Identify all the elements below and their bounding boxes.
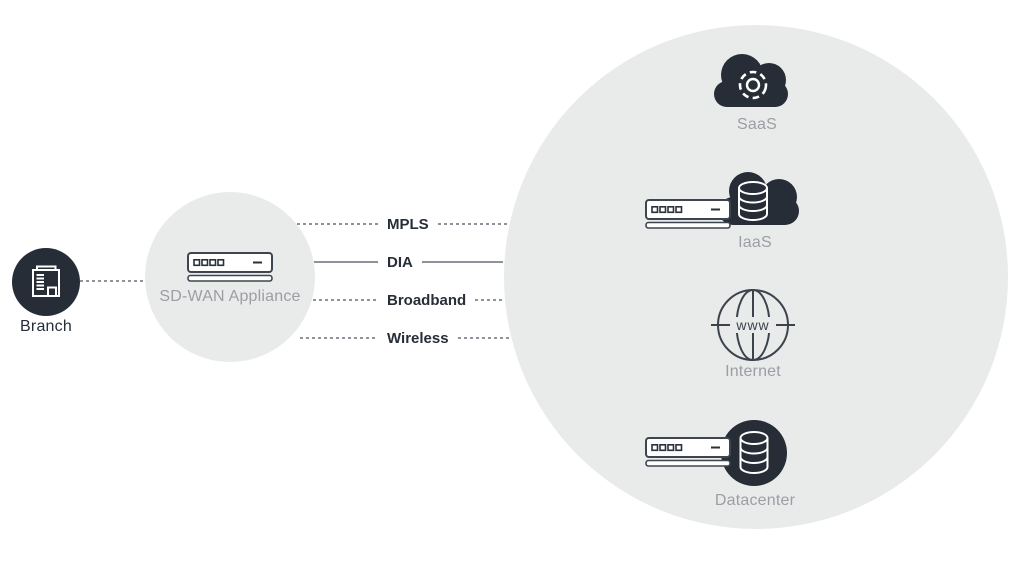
connection-row-mpls: MPLS	[297, 215, 509, 233]
dia-line-left	[314, 261, 378, 263]
datacenter-label: Datacenter	[714, 492, 796, 509]
mpls-line-left	[297, 223, 378, 225]
branch-label: Branch	[20, 318, 72, 335]
iaas-cloud-database-icon	[711, 169, 803, 229]
connection-row-broadband: Broadband	[313, 291, 504, 309]
datacenter-database-icon	[737, 430, 771, 476]
mpls-line-right	[437, 223, 509, 225]
saas-label: SaaS	[737, 116, 777, 133]
datacenter-appliance-icon	[645, 437, 731, 467]
wireless-label: Wireless	[387, 329, 449, 347]
wireless-line-left	[300, 337, 378, 339]
sdwan-appliance-icon	[187, 252, 273, 282]
connection-row-wireless: Wireless	[300, 329, 510, 347]
saas-cloud-gear-icon	[708, 49, 794, 111]
internet-globe-icon: www	[708, 287, 798, 367]
iaas-appliance-icon	[645, 199, 731, 229]
dia-line-right	[421, 261, 503, 263]
branch-sdwan-connector	[80, 280, 146, 282]
internet-label: Internet	[725, 363, 781, 380]
iaas-label: IaaS	[738, 234, 772, 251]
mpls-label: MPLS	[387, 215, 429, 233]
globe-www-text: www	[735, 317, 769, 333]
connection-row-dia: DIA	[314, 253, 503, 271]
broadband-label: Broadband	[387, 291, 467, 309]
sdwan-label: SD-WAN Appliance	[159, 288, 301, 305]
broadband-line-left	[313, 299, 378, 301]
dia-label: DIA	[387, 253, 413, 271]
broadband-line-right	[475, 299, 504, 301]
branch-building-icon	[24, 260, 68, 304]
branch-circle	[12, 248, 80, 316]
wireless-line-right	[457, 337, 510, 339]
